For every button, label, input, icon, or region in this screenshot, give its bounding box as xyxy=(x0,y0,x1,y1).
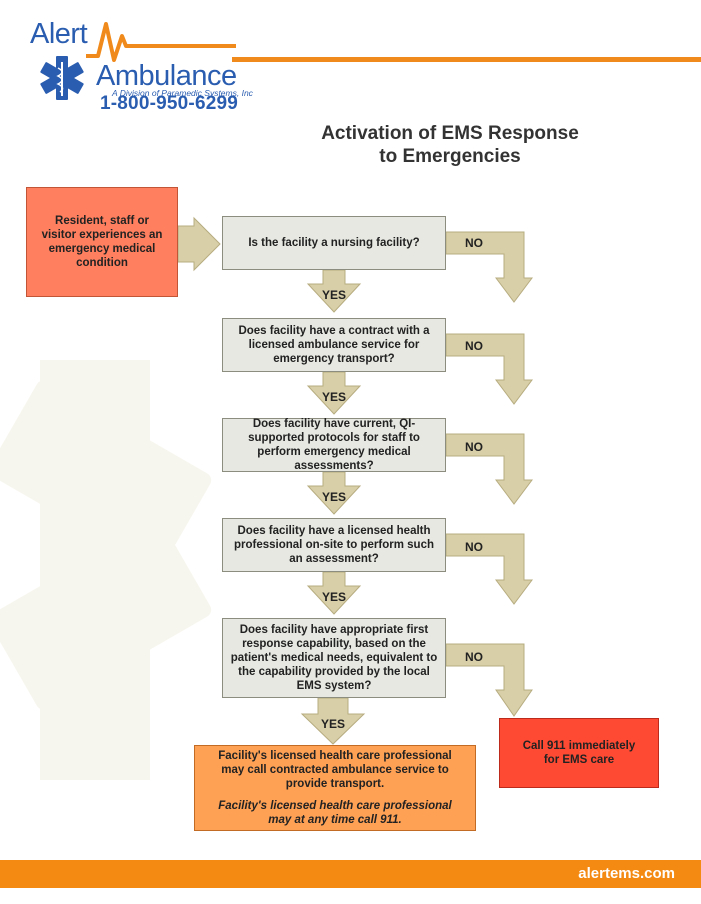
logo-word-alert: Alert xyxy=(30,18,88,50)
no-label-2: NO xyxy=(465,339,483,353)
star-of-life-watermark-icon xyxy=(0,360,212,780)
start-box: Resident, staff or visitor experiences a… xyxy=(26,187,178,297)
start-box-text: Resident, staff or visitor experiences a… xyxy=(41,215,163,269)
arrow-yes-3 xyxy=(306,471,362,515)
question-text-2: Does facility have a contract with a lic… xyxy=(238,325,430,365)
question-box-3: Does facility have current, QI-supported… xyxy=(222,418,446,472)
footer-bar xyxy=(0,860,701,888)
title-line-1: Activation of EMS Response xyxy=(321,123,579,144)
final-box: Facility's licensed health care professi… xyxy=(194,745,476,831)
logo-word-ambulance: Ambulance xyxy=(96,60,237,92)
arrow-yes-2 xyxy=(306,371,362,415)
call-911-text: Call 911 immediately for EMS care xyxy=(522,740,636,766)
question-text-3: Does facility have current, QI-supported… xyxy=(248,418,420,472)
question-box-5: Does facility have appropriate first res… xyxy=(222,618,446,698)
question-text-4: Does facility have a licensed health pro… xyxy=(234,525,434,565)
question-box-1: Is the facility a nursing facility? xyxy=(222,216,446,270)
arrow-no-2 xyxy=(445,333,533,405)
star-of-life-icon xyxy=(40,56,84,100)
no-label-3: NO xyxy=(465,440,483,454)
page-title: Activation of EMS Response to Emergencie… xyxy=(300,122,600,168)
yes-label-2: YES xyxy=(321,390,346,404)
final-box-note: Facility's licensed health care professi… xyxy=(218,800,452,826)
arrow-yes-5 xyxy=(300,697,366,745)
question-text-5: Does facility have appropriate first res… xyxy=(230,624,438,692)
header-orange-line xyxy=(232,57,701,62)
arrow-no-4 xyxy=(445,533,533,605)
call-911-box: Call 911 immediately for EMS care xyxy=(499,718,659,788)
yes-label-3: YES xyxy=(321,490,346,504)
arrow-yes-4 xyxy=(306,571,362,615)
question-text-1: Is the facility a nursing facility? xyxy=(248,237,420,249)
yes-label-5: YES xyxy=(320,717,345,731)
logo-phone: 1-800-950-6299 xyxy=(100,93,239,114)
pulse-line-icon xyxy=(86,22,236,62)
question-box-4: Does facility have a licensed health pro… xyxy=(222,518,446,572)
no-label-4: NO xyxy=(465,540,483,554)
logo-subtitle: A Division of Paramedic Systems, Inc xyxy=(112,88,253,98)
yes-label-1: YES xyxy=(321,288,346,302)
no-label-5: NO xyxy=(465,650,483,664)
footer-url-link[interactable]: alertems.com xyxy=(578,865,675,882)
arrow-start-to-q1 xyxy=(177,216,221,272)
arrow-yes-1 xyxy=(306,269,362,313)
yes-label-4: YES xyxy=(321,590,346,604)
arrow-no-3 xyxy=(445,433,533,505)
arrow-no-1 xyxy=(445,231,533,303)
title-line-2: to Emergencies xyxy=(379,146,521,167)
no-label-1: NO xyxy=(465,236,483,250)
final-box-text: Facility's licensed health care professi… xyxy=(218,750,452,790)
arrow-no-5 xyxy=(445,643,533,717)
question-box-2: Does facility have a contract with a lic… xyxy=(222,318,446,372)
